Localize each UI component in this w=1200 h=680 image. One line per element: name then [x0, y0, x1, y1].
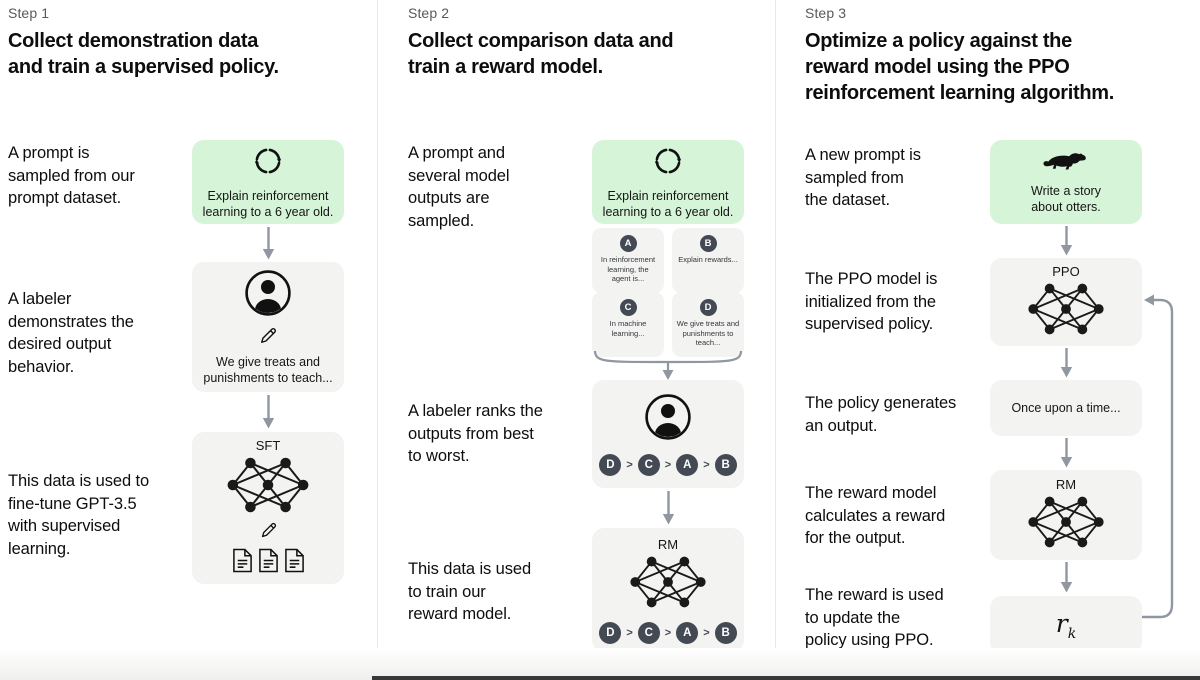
neural-network-icon: [628, 555, 708, 614]
loop-arrow-icon: [1142, 292, 1182, 633]
rank-separator: >: [626, 458, 633, 471]
step2-prompt-box: Explain reinforcement learning to a 6 ye…: [592, 140, 744, 224]
neural-network-icon: [1026, 282, 1106, 341]
reward-symbol: r: [1055, 608, 1068, 638]
step1-label: Step 1: [8, 5, 50, 21]
step1-labeler-text: A labeler demonstrates the desired outpu…: [8, 290, 134, 376]
column-divider: [377, 0, 378, 656]
rank-badge: A: [676, 621, 699, 644]
step3-reward-box: rk: [990, 596, 1142, 654]
sft-model-label: SFT: [255, 438, 281, 453]
ppo-model-label: PPO: [1052, 263, 1080, 279]
rank-badge: B: [714, 621, 737, 644]
rank-separator: >: [703, 458, 710, 471]
rank-badge: D: [599, 453, 622, 476]
step2-title: Collect comparison data and train a rewa…: [408, 30, 674, 78]
step3-output-text: The policy generates an output.: [805, 394, 957, 435]
step3-init-text: The PPO model is initialized from the su…: [805, 270, 938, 333]
document-icon: [232, 548, 253, 578]
rank-badge: C: [637, 621, 660, 644]
rank-badge: B: [714, 453, 737, 476]
rank-badge: C: [637, 453, 660, 476]
output-d-box: D We give treats and punishments to teac…: [672, 292, 744, 357]
rank-badge: D: [599, 621, 622, 644]
neural-network-icon: [225, 456, 311, 519]
step3-prompt-box: Write a story about otters.: [990, 140, 1142, 224]
step2-prompt-text: A prompt and several model outputs are s…: [408, 144, 510, 230]
person-icon: [644, 393, 692, 446]
output-a-text: In reinforcement learning, the agent is.…: [600, 255, 656, 283]
output-d-text: We give treats and punishments to teach.…: [676, 319, 740, 347]
document-icon: [284, 548, 305, 578]
step3-update-text: The reward is used to update the policy …: [805, 586, 944, 649]
arrow-down-icon: [1060, 348, 1073, 383]
document-icon: [258, 548, 279, 578]
bottom-strip: [0, 648, 1200, 680]
ranking-row: D > C > A > B: [599, 621, 737, 644]
rm-model-label: RM: [1055, 476, 1077, 492]
step2-labeler-text: A labeler ranks the outputs from best to…: [408, 402, 543, 465]
column-divider: [775, 0, 776, 656]
arrow-down-icon: [262, 227, 275, 265]
step2-label: Step 2: [408, 5, 450, 21]
output-a-badge: A: [619, 235, 637, 252]
output-c-text: In machine learning...: [609, 319, 647, 338]
arrow-down-icon: [662, 491, 675, 530]
rank-badge: A: [676, 453, 699, 476]
step2-data-text: This data is used to train our reward mo…: [408, 560, 532, 623]
step2-rm-box: RM D >: [592, 528, 744, 652]
output-c-badge: C: [619, 299, 637, 316]
step1-labeler-box: We give treats and punishments to teach.…: [192, 262, 344, 392]
output-a-box: A In reinforcement learning, the agent i…: [592, 228, 664, 293]
step3-output-box: Once upon a time...: [990, 380, 1142, 436]
step3-prompt-text: A new prompt is sampled from the dataset…: [805, 146, 921, 209]
step3-reward-text: The reward model calculates a reward for…: [805, 484, 946, 547]
arrow-down-icon: [1060, 226, 1073, 261]
step3-output-box-caption: Once upon a time...: [1011, 401, 1121, 415]
step1-data-text: This data is used to fine-tune GPT-3.5 w…: [8, 472, 150, 558]
otter-icon: [1042, 149, 1090, 179]
step3-column: Step 3 Optimize a policy against the rew…: [790, 0, 1200, 680]
step1-prompt-box: Explain reinforcement learning to a 6 ye…: [192, 140, 344, 224]
cycle-icon: [652, 145, 684, 182]
rank-separator: >: [664, 626, 672, 639]
ranking-row: D > C > A > B: [599, 453, 737, 476]
documents-row: [232, 548, 305, 578]
step3-ppo-box: PPO: [990, 258, 1142, 346]
person-icon: [244, 269, 292, 322]
rank-separator: >: [626, 626, 633, 639]
step3-prompt-box-caption: Write a story about otters.: [1031, 184, 1101, 214]
reward-subscript: k: [1067, 625, 1077, 642]
step1-prompt-box-caption: Explain reinforcement learning to a 6 ye…: [202, 188, 334, 219]
pencil-icon: [259, 521, 278, 545]
rank-separator: >: [664, 458, 672, 471]
arrow-down-icon: [262, 395, 275, 434]
rank-separator: >: [703, 626, 710, 639]
step1-labeler-box-caption: We give treats and punishments to teach.…: [203, 354, 333, 385]
output-c-box: C In machine learning...: [592, 292, 664, 357]
pencil-icon: [258, 326, 278, 351]
bottom-bar: [372, 676, 1200, 680]
merge-bracket-icon: [592, 350, 744, 386]
step1-column: Step 1 Collect demonstration data and tr…: [0, 0, 377, 680]
cycle-icon: [252, 145, 284, 182]
arrow-down-icon: [1060, 562, 1073, 598]
rm-model-label: RM: [657, 536, 679, 552]
step1-prompt-text: A prompt is sampled from our prompt data…: [8, 144, 135, 207]
step2-column: Step 2 Collect comparison data and train…: [395, 0, 775, 680]
step3-rm-box: RM: [990, 470, 1142, 560]
step1-sft-box: SFT: [192, 432, 344, 584]
output-b-box: B Explain rewards...: [672, 228, 744, 293]
step2-labeler-box: D > C > A > B: [592, 380, 744, 488]
neural-network-icon: [1026, 495, 1106, 554]
output-b-text: Explain rewards...: [678, 255, 738, 264]
arrow-down-icon: [1060, 438, 1073, 473]
step1-title: Collect demonstration data and train a s…: [8, 30, 279, 78]
output-d-badge: D: [699, 299, 717, 316]
output-b-badge: B: [699, 235, 717, 252]
step3-label: Step 3: [805, 5, 847, 21]
step3-title: Optimize a policy against the reward mod…: [805, 30, 1115, 104]
step2-prompt-box-caption: Explain reinforcement learning to a 6 ye…: [602, 188, 734, 219]
reward-value: rk: [1056, 609, 1076, 642]
